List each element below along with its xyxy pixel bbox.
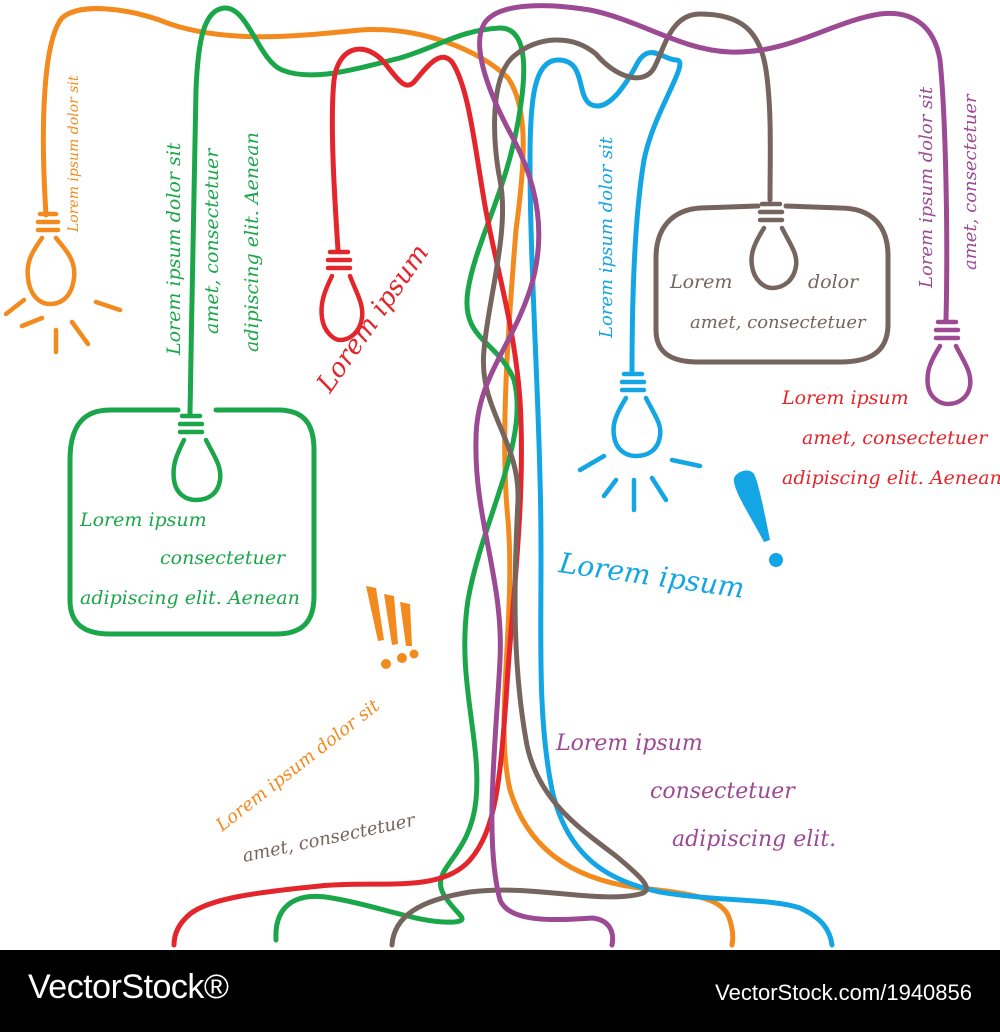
- orange-exclamation-marks-icon: [366, 586, 419, 669]
- green-box-text-3: adipiscing elit. Aenean: [80, 587, 300, 609]
- green-vertical-text-1: Lorem ipsum dolor sit: [163, 142, 185, 356]
- red-rotated-text: Lorem ipsum: [311, 239, 436, 399]
- purple-vertical-text-1: Lorem ipsum dolor sit: [916, 86, 937, 289]
- blue-bulb-icon: [611, 371, 663, 459]
- blue-big-text: Lorem ipsum: [556, 546, 746, 605]
- green-vertical-text-3: adipiscing elit. Aenean: [241, 132, 263, 352]
- blue-vertical-text: Lorem ipsum dolor sit: [596, 136, 617, 339]
- brown-box-text-3: amet, consectetuer: [690, 312, 867, 333]
- red-wire: [171, 46, 524, 948]
- purple-vertical-text-2: amet, consectetuer: [960, 93, 981, 270]
- footer-bar: VectorStock® VectorStock.com/1940856: [0, 950, 1000, 1032]
- orange-bulb-icon: [25, 211, 77, 307]
- green-box-outline: [67, 407, 317, 637]
- brown-wire: [389, 11, 773, 948]
- purple-bottom-text-3: adipiscing elit.: [672, 827, 836, 852]
- purple-bottom-text-2: consectetuer: [650, 779, 796, 804]
- purple-wire: [473, 3, 950, 948]
- green-wire: [187, 5, 527, 943]
- orange-top-text: Lorem ipsum dolor sit: [66, 75, 82, 233]
- blue-light-rays-icon: [577, 453, 703, 513]
- blue-exclamation-mark-icon: [733, 470, 783, 567]
- vectorstock-logo[interactable]: VectorStock®: [28, 968, 229, 1006]
- red-bulb-icon: [319, 249, 365, 343]
- brown-bottom-text: amet, consectetuer: [241, 810, 418, 867]
- purple-bulb-icon: [925, 319, 973, 407]
- orange-bottom-text: Lorem ipsum dolor sit: [211, 695, 384, 837]
- red-right-text-1: Lorem ipsum: [781, 387, 909, 409]
- red-right-text-2: amet, consectetuer: [802, 427, 989, 449]
- blue-wire: [527, 50, 835, 948]
- purple-bottom-text-1: Lorem ipsum: [555, 731, 703, 756]
- red-right-text-3: adipiscing elit. Aenean: [782, 467, 1000, 489]
- green-vertical-text-2: amet, consectetuer: [201, 147, 223, 334]
- orange-light-rays-icon: [3, 297, 123, 355]
- green-bulb-icon: [171, 413, 223, 503]
- tree-of-bulbs-illustration: Lorem ipsum dolor sit Lorem ipsum dolor …: [3, 3, 1000, 948]
- brown-box-text-2: dolor: [808, 271, 860, 293]
- brown-box-outline: [653, 203, 891, 365]
- brown-box-text-1: Lorem: [669, 271, 732, 293]
- image-id-text: VectorStock.com/1940856: [715, 980, 972, 1005]
- green-box-text-2: consectetuer: [160, 547, 287, 569]
- green-box-text-1: Lorem ipsum: [79, 509, 207, 531]
- brown-bulb-icon: [749, 201, 799, 291]
- orange-wire: [40, 6, 736, 948]
